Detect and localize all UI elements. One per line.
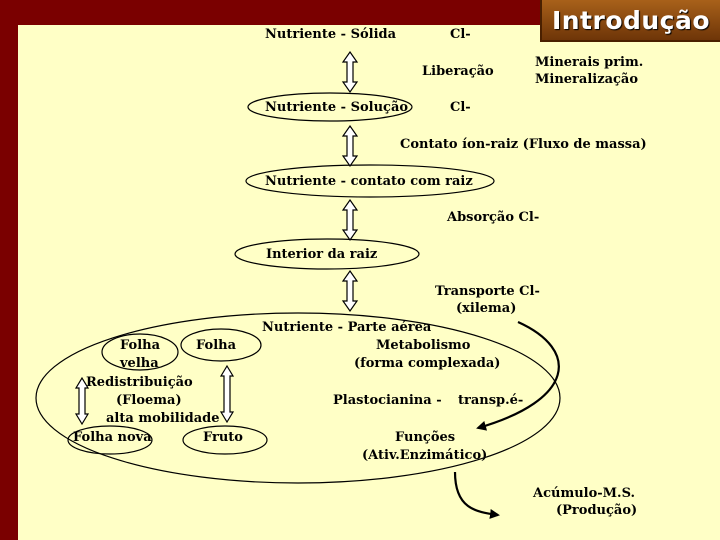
slide-background (18, 25, 720, 540)
label-old-leaf-1: Folha (120, 338, 161, 353)
label-leaf: Folha (196, 338, 237, 353)
slide-title: Introdução (551, 5, 711, 35)
label-new-leaf: Folha nova (73, 430, 152, 445)
label-root-interior: Interior da raiz (266, 247, 378, 262)
double-arrow-1 (341, 50, 359, 94)
double-arrow-2 (341, 124, 359, 168)
label-redistribution-1: Redistribuição (86, 375, 193, 390)
ellipse-new-leaf (67, 425, 153, 455)
label-functions-1: Funções (395, 430, 456, 445)
label-solution-ion: Cl- (450, 100, 471, 115)
label-minerals-1: Minerais prim. (535, 55, 644, 70)
label-transp: transp.é- (458, 393, 524, 408)
label-transport-1: Transporte Cl- (435, 284, 540, 299)
label-old-leaf-2: velha (120, 356, 159, 371)
label-fruit: Fruto (203, 430, 243, 445)
ellipse-root-contact (245, 164, 495, 198)
curve-arrow-to-accumulation (453, 471, 500, 519)
label-release: Liberação (422, 64, 494, 79)
ellipse-old-leaf (101, 333, 179, 371)
label-accumulation-1: Acúmulo-M.S. (533, 486, 636, 501)
double-arrow-3 (341, 198, 359, 242)
title-tab: Introdução (540, 0, 720, 42)
label-nutrient-solid: Nutriente - Sólida (265, 27, 397, 42)
label-metabolism-2: (forma complexada) (354, 356, 501, 371)
ellipse-solution (247, 92, 413, 122)
label-contact-process: Contato íon-raiz (Fluxo de massa) (400, 137, 647, 152)
label-functions-2: (Ativ.Enzimático) (362, 448, 488, 463)
ellipse-fruit (182, 425, 268, 455)
ellipse-root-interior (234, 238, 420, 270)
label-plastocyanin: Plastocianina - (333, 393, 442, 408)
label-nutrient-solution: Nutriente - Solução (265, 100, 409, 115)
label-root-contact: Nutriente - contato com raiz (265, 174, 473, 189)
redistribution-arrow (74, 376, 90, 426)
label-minerals-2: Mineralização (535, 72, 639, 87)
label-accumulation-2: (Produção) (556, 503, 638, 518)
label-redistribution-3: alta mobilidade (106, 411, 220, 426)
ellipse-shoot (35, 312, 561, 484)
double-arrow-4 (341, 269, 359, 313)
label-transport-2: (xilema) (456, 301, 517, 316)
fruit-supply-arrow (219, 364, 235, 424)
ellipse-leaf (180, 328, 262, 362)
label-redistribution-2: (Floema) (116, 393, 182, 408)
label-metabolism-1: Metabolismo (376, 338, 471, 353)
label-solid-ion: Cl- (450, 27, 471, 42)
label-shoot: Nutriente - Parte aérea (262, 320, 432, 335)
label-absorption: Absorção Cl- (447, 210, 540, 225)
curve-arrow-to-functions (476, 320, 560, 431)
